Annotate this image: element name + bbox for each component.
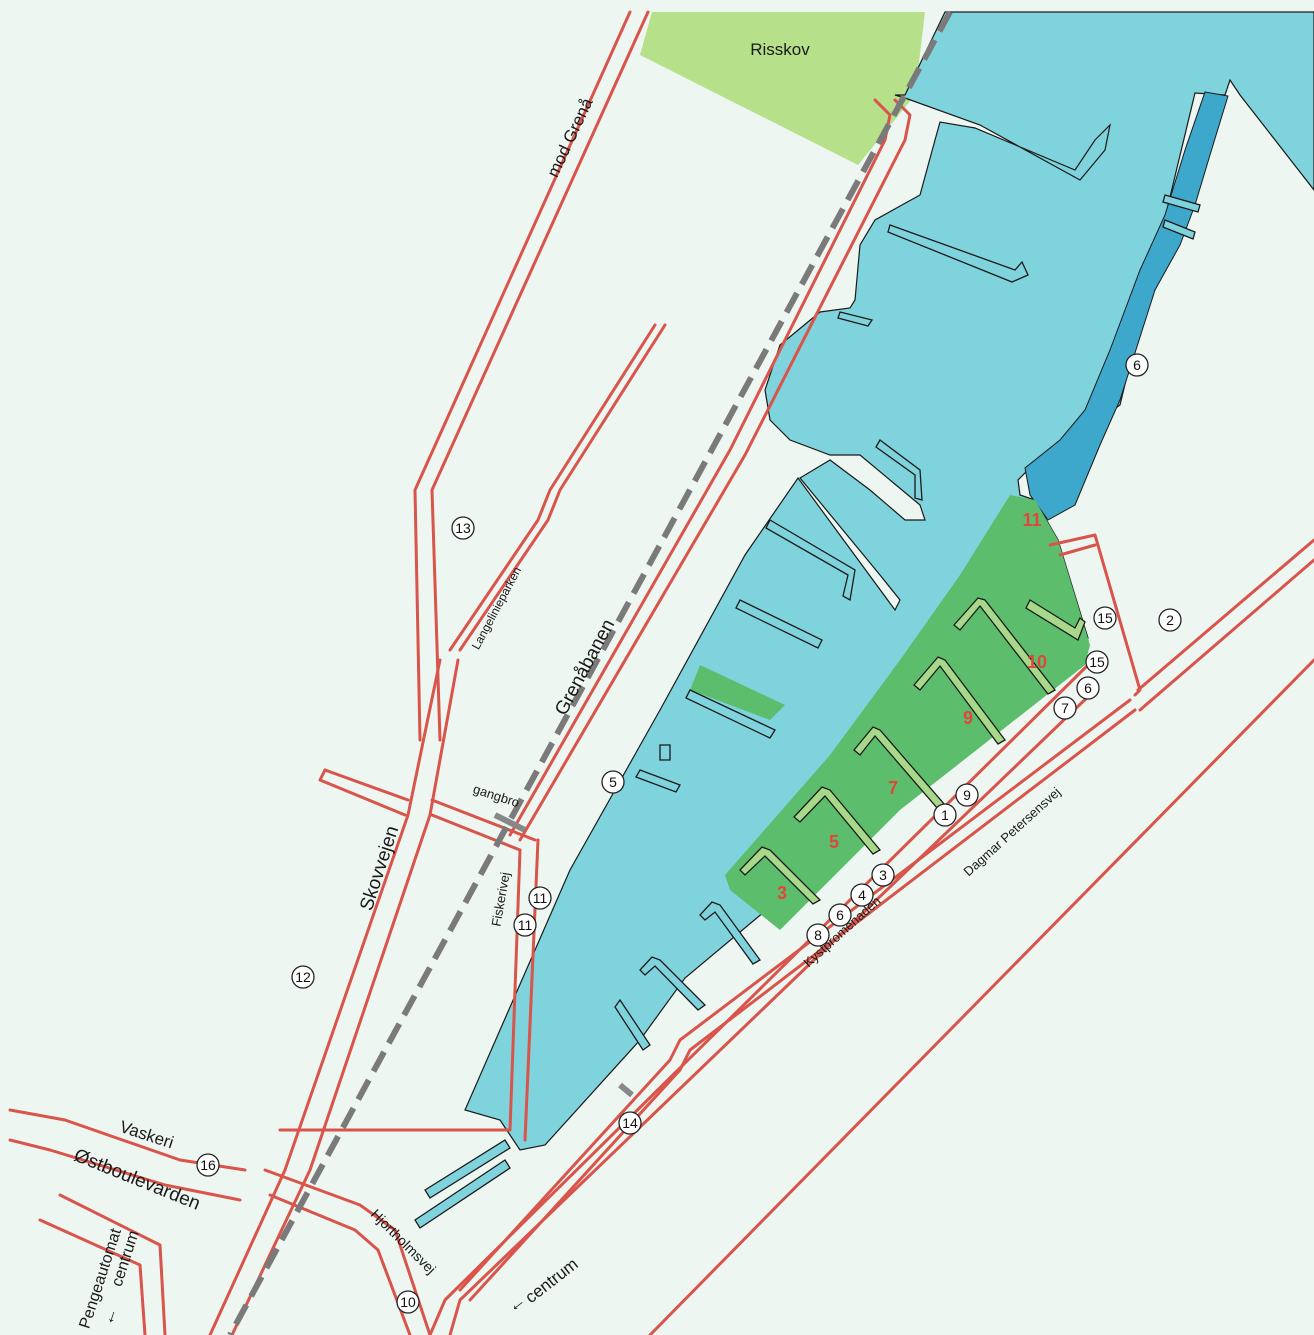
kystpromenaden-bridge — [618, 1082, 634, 1098]
svg-text:6: 6 — [1084, 680, 1092, 696]
marker[interactable]: 7 — [1053, 696, 1077, 720]
marker[interactable]: 12 — [291, 965, 315, 989]
centrum-bottom-label: centrum — [522, 1254, 582, 1307]
gangbro-line — [493, 812, 527, 833]
svg-text:4: 4 — [858, 887, 866, 903]
berth-5-label: 5 — [829, 832, 839, 852]
skovvejen-label: Skovvejen — [356, 823, 403, 913]
marker[interactable]: 2 — [1158, 608, 1182, 632]
svg-text:7: 7 — [1061, 700, 1069, 716]
svg-text:1: 1 — [941, 807, 949, 823]
risskov-park — [640, 12, 925, 165]
marker[interactable]: 9 — [955, 783, 979, 807]
marker[interactable]: 5 — [601, 770, 625, 794]
centrum-left-arrow: ← — [97, 1304, 122, 1327]
marker[interactable]: 8 — [806, 923, 830, 947]
oestboulevarden-label: Østboulevarden — [71, 1145, 203, 1215]
harbour-water — [464, 11, 1314, 1151]
svg-text:6: 6 — [1133, 357, 1141, 373]
svg-text:11: 11 — [518, 917, 533, 933]
green-harbour-zone — [725, 495, 1090, 930]
marker[interactable]: 16 — [196, 1153, 220, 1177]
svg-text:8: 8 — [814, 927, 822, 943]
svg-text:10: 10 — [400, 1294, 416, 1310]
marker[interactable]: 6 — [828, 903, 852, 927]
marker[interactable]: 11 — [513, 913, 537, 937]
berth-7-label: 7 — [888, 778, 898, 798]
svg-text:13: 13 — [455, 520, 471, 536]
upper-piers — [635, 194, 1201, 793]
marker[interactable]: 6 — [1076, 676, 1100, 700]
berth-numbers: 11 10 9 7 5 3 — [777, 510, 1047, 903]
svg-text:3: 3 — [879, 867, 887, 883]
svg-text:2: 2 — [1166, 612, 1174, 628]
svg-text:15: 15 — [1097, 610, 1113, 626]
marker[interactable]: 13 — [451, 516, 475, 540]
gangbro-label: gangbro — [471, 781, 521, 810]
marker[interactable]: 15 — [1085, 650, 1109, 674]
numbered-markers: 6 2 15 15 6 7 13 5 9 1 3 4 6 8 11 11 12 … — [196, 353, 1182, 1314]
marker[interactable]: 14 — [618, 1111, 642, 1135]
marker[interactable]: 15 — [1093, 606, 1117, 630]
marker[interactable]: 4 — [850, 883, 874, 907]
svg-text:15: 15 — [1089, 654, 1105, 670]
marker[interactable]: 1 — [933, 803, 957, 827]
marker[interactable]: 10 — [396, 1290, 420, 1314]
berth-9-label: 9 — [963, 708, 973, 728]
grenaabanen-railway — [227, 10, 953, 1335]
marker[interactable]: 11 — [528, 886, 552, 910]
mod-grenaa-label: mod Grenå — [543, 95, 596, 181]
berth-10-label: 10 — [1027, 652, 1047, 672]
svg-text:9: 9 — [963, 787, 971, 803]
svg-text:12: 12 — [295, 969, 311, 985]
green-patch — [690, 665, 785, 720]
marker[interactable]: 6 — [1125, 353, 1149, 377]
svg-text:16: 16 — [200, 1157, 216, 1173]
t-piers — [414, 597, 1086, 1229]
svg-text:11: 11 — [533, 890, 548, 906]
svg-text:6: 6 — [836, 907, 844, 923]
risskov-label: Risskov — [750, 40, 810, 59]
marker[interactable]: 3 — [871, 863, 895, 887]
berth-11-label: 11 — [1022, 510, 1041, 530]
svg-text:14: 14 — [622, 1115, 638, 1131]
road-network — [8, 10, 1314, 1335]
berth-3-label: 3 — [777, 883, 787, 903]
fiskerivej-label: Fiskerivej — [488, 871, 512, 928]
svg-text:5: 5 — [609, 774, 617, 790]
